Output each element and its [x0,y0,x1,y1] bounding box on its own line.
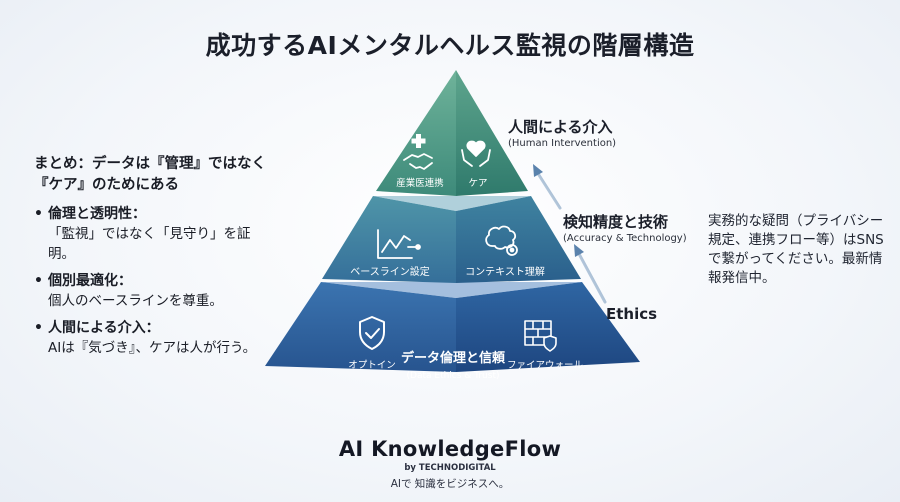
summary-item-title: 個別最適化： [34,271,274,291]
bottom-center-label: データ倫理と信頼 [401,350,506,366]
summary-panel: まとめ：データは『管理』ではなく『ケア』のためにある 倫理と透明性： 「監視」で… [34,154,274,365]
sns-note: 実務的な疑問（プライバシー規定、連携フロー等）はSNSで繋がってください。最新情… [708,213,884,286]
brand-footer: AI KnowledgeFlow by TECHNODIGITAL AIで 知識… [0,437,900,491]
top-left-label: 産業医連携 [396,177,444,189]
summary-item: 個別最適化： 個人のベースラインを尊重。 [34,271,274,311]
summary-item: 人間による介入： AIは『気づき』、ケアは人が行う。 [34,318,274,358]
heart-hands-icon [461,140,491,167]
bottom-right-label: ファイアウォール [507,360,584,371]
tier-middle [322,196,581,283]
middle-left-label: ベースライン設定 [350,265,430,278]
arrow-up-middle [574,244,607,304]
summary-item-detail: 「監視」ではなく「見守り」を証明。 [48,226,251,262]
brand-tagline: AIで 知識をビジネスへ。 [390,478,510,490]
bottom-center-sub: (Data Ethics & Trust) [407,371,500,381]
summary-item-title: 人間による介入： [34,318,274,338]
summary-heading: まとめ：データは『管理』ではなく『ケア』のためにある [34,156,266,193]
page-title: 成功するAIメンタルヘルス監視の階層構造 [205,31,695,60]
brand-name: AI KnowledgeFlow [338,437,562,461]
line-chart-icon [377,229,421,259]
shield-check-icon [359,316,385,350]
label-accuracy-technology-sub: (Accuracy & Technology) [563,233,687,244]
summary-item-title: 倫理と透明性： [34,204,274,224]
top-right-label: ケア [468,178,487,189]
label-human-intervention: 人間による介入 (Human Intervention) [508,116,616,149]
bottom-left-label: オプトイン [348,360,396,371]
handshake-medical-icon [403,134,433,170]
summary-item-detail: AIは『気づき』、ケアは人が行う。 [48,340,257,356]
firewall-shield-icon [524,320,557,352]
middle-right-label: コンテキスト理解 [465,265,545,278]
summary-item-detail: 個人のベースラインを尊重。 [48,293,223,309]
arrow-up-top [533,164,562,210]
label-accuracy-technology-main: 検知精度と技術 [563,213,669,231]
label-ethics: Ethics [606,305,658,323]
brand-by: by TECHNODIGITAL [404,463,496,473]
label-human-intervention-sub: (Human Intervention) [508,138,617,149]
label-accuracy-technology: 検知精度と技術 (Accuracy & Technology) [563,211,687,244]
brain-gear-icon [485,225,518,256]
summary-item: 倫理と透明性： 「監視」ではなく「見守り」を証明。 [34,204,274,264]
tier-top [376,70,528,196]
label-human-intervention-main: 人間による介入 [508,118,613,136]
